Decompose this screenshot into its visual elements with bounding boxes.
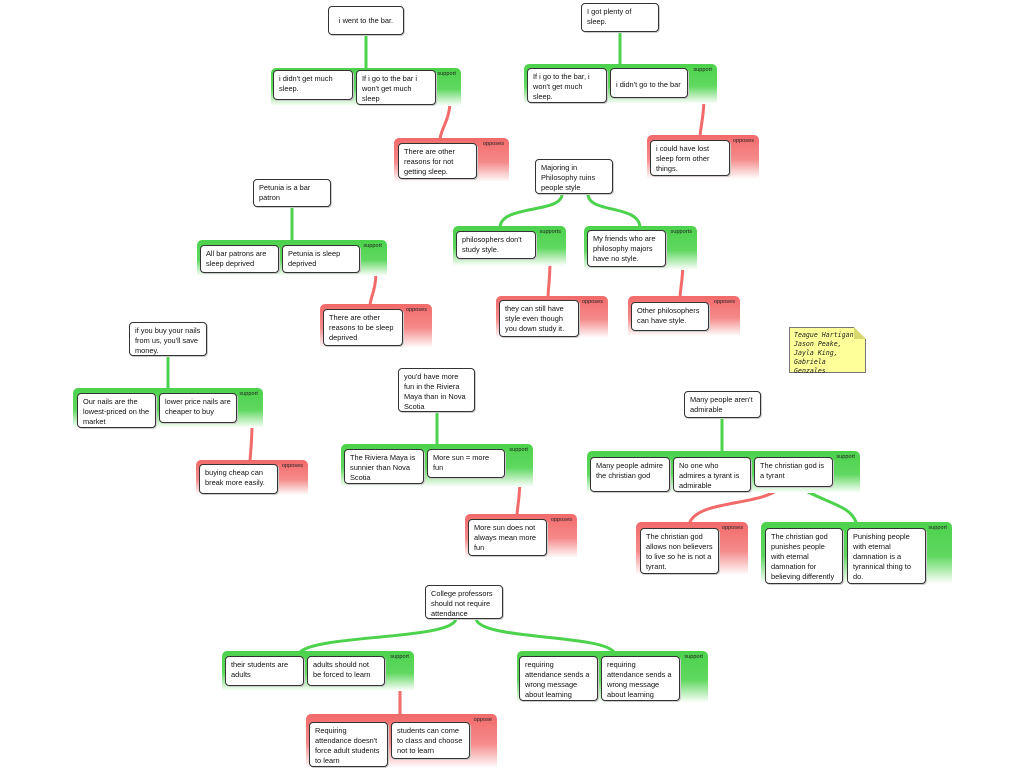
objection-node[interactable]: they can still have style even though yo…	[499, 300, 579, 337]
objection-node[interactable]: The christian god allows non believers t…	[640, 528, 719, 574]
premise-node[interactable]: lower price nails are cheaper to buy	[159, 393, 237, 423]
claim-node[interactable]: Majoring in Philosophy ruins people styl…	[535, 159, 613, 194]
premise-node[interactable]: The christian god is a tyrant	[754, 457, 833, 487]
premise-node[interactable]: adults should not be forced to learn	[307, 656, 385, 686]
support-tag: support	[836, 454, 855, 460]
claim-node[interactable]: Petunia is a bar patron	[253, 179, 331, 207]
premise-node[interactable]: If i go to the bar i won't get much slee…	[356, 70, 436, 105]
support-link	[498, 192, 564, 230]
oppose-tag: opposes	[405, 307, 427, 313]
premise-node[interactable]: Our nails are the lowest-priced on the m…	[77, 393, 156, 428]
support-link	[474, 616, 616, 654]
support-tag: support	[684, 654, 703, 660]
support-tag: support	[239, 391, 258, 397]
oppose-tag: opposes	[721, 525, 743, 531]
objection-node[interactable]: i could have lost sleep form other thing…	[650, 140, 730, 176]
oppose-tag: opposes	[732, 138, 754, 144]
author-note[interactable]: Teague Hartigan, Jason Peake, Jayla King…	[789, 327, 866, 375]
oppose-link	[438, 99, 452, 142]
objection-node[interactable]: There are other reasons for not getting …	[398, 143, 477, 179]
support-tag: support	[928, 525, 947, 531]
oppose-tag: opposes	[713, 299, 735, 305]
support-tag: supports	[539, 229, 561, 235]
claim-node[interactable]: you'd have more fun in the Riviera Maya …	[398, 368, 475, 412]
objection-node[interactable]: More sun does not always mean more fun	[468, 519, 547, 556]
support-tag: support	[437, 71, 456, 77]
support-tag: support	[363, 243, 382, 249]
premise-node[interactable]: My friends who are philosophy majors hav…	[587, 230, 666, 267]
author-note-text: Teague Hartigan, Jason Peake, Jayla King…	[794, 331, 858, 375]
oppose-tag: opposes	[281, 463, 303, 469]
premise-node[interactable]: Many people admire the christian god	[590, 457, 670, 492]
oppose-link	[368, 270, 378, 308]
support-tag: support	[509, 447, 528, 453]
objection-node[interactable]: students can come to class and choose no…	[391, 722, 470, 759]
oppose-tag: opposes	[482, 141, 504, 147]
oppose-tag: oppose	[473, 717, 492, 723]
objection-node[interactable]: buying cheap can break more easily.	[199, 464, 278, 494]
claim-node[interactable]: i went to the bar.	[328, 6, 404, 35]
objection-node[interactable]: There are other reasons to be sleep depr…	[323, 309, 403, 346]
premise-node[interactable]: i didn't get much sleep.	[273, 70, 353, 100]
premise-node[interactable]: their students are adults	[225, 656, 304, 686]
premise-node[interactable]: The christian god punishes people with e…	[765, 528, 843, 584]
premise-node[interactable]: Punishing people with eternal damnation …	[847, 528, 926, 584]
support-link	[798, 486, 858, 524]
claim-node[interactable]: College professors should not require at…	[425, 585, 503, 619]
premise-node[interactable]: No one who admires a tyrant is admirable	[673, 457, 751, 492]
support-tag: support	[390, 654, 409, 660]
premise-node[interactable]: If i go to the bar, i won't get much sle…	[527, 68, 607, 103]
premise-node[interactable]: More sun = more fun	[427, 449, 505, 478]
premise-node[interactable]: All bar patrons are sleep deprived	[200, 245, 279, 273]
support-link	[298, 616, 458, 654]
oppose-link	[688, 486, 782, 524]
oppose-tag: opposes	[581, 299, 603, 305]
claim-node[interactable]: I got plenty of sleep.	[581, 3, 659, 32]
support-tag: support	[693, 67, 712, 73]
oppose-tag: opposes	[550, 517, 572, 523]
support-link	[586, 192, 642, 230]
objection-node[interactable]: Requiring attendance doesn't force adult…	[309, 722, 388, 767]
support-tag: supports	[670, 229, 692, 235]
note-fold-icon	[854, 327, 866, 339]
claim-node[interactable]: if you buy your nails from us, you'll sa…	[129, 322, 207, 356]
premise-node[interactable]: Petunia is sleep deprived	[282, 245, 360, 273]
objection-node[interactable]: Other philosophers can have style.	[631, 302, 709, 331]
premise-node[interactable]: requiring attendance sends a wrong messa…	[601, 656, 680, 701]
premise-node[interactable]: requiring attendance sends a wrong messa…	[519, 656, 598, 701]
premise-node[interactable]: i didn't go to the bar	[610, 68, 688, 98]
oppose-link	[248, 421, 254, 464]
premise-node[interactable]: philosophers don't study style.	[456, 231, 536, 259]
claim-node[interactable]: Many people aren't admirable	[684, 391, 761, 418]
premise-node[interactable]: The Riviera Maya is sunnier than Nova Sc…	[344, 449, 424, 484]
